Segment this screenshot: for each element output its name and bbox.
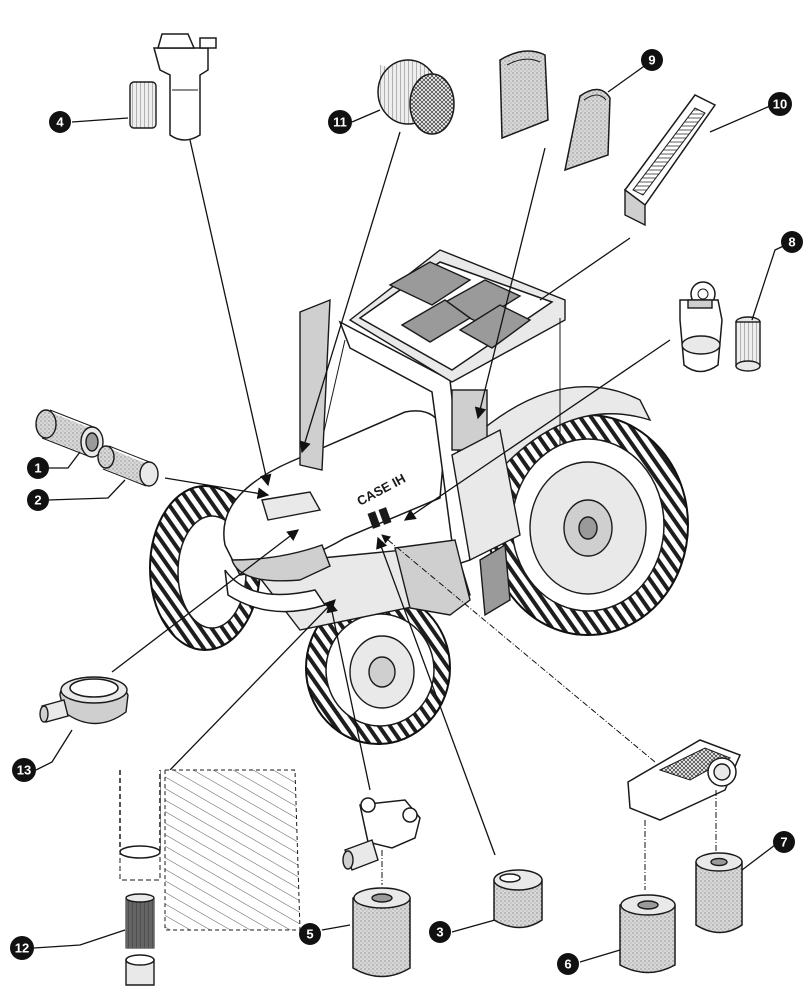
callout-badge-13: 13 xyxy=(12,758,36,782)
part-fuel-filter xyxy=(342,797,421,978)
part-radiator-screen xyxy=(119,769,301,986)
rear-right-wheel xyxy=(487,414,689,636)
callout-badge-5: 5 xyxy=(299,923,321,945)
callout-badge-9: 9 xyxy=(641,49,663,71)
callout-badge-10: 10 xyxy=(768,92,792,116)
callout-badge-6: 6 xyxy=(557,953,579,975)
part-pre-cleaner xyxy=(39,676,129,725)
arrows xyxy=(111,131,671,856)
part-cab-air-filter xyxy=(377,59,455,135)
callout-number: 5 xyxy=(306,927,313,942)
callout-number: 9 xyxy=(648,53,655,68)
callout-number: 6 xyxy=(564,957,571,972)
callout-number: 11 xyxy=(333,115,347,130)
callout-badge-12: 12 xyxy=(10,936,34,960)
callout-badge-7: 7 xyxy=(773,831,795,853)
part-hydraulic-filter xyxy=(129,33,217,141)
callout-number: 13 xyxy=(17,763,31,778)
part-cab-filter-panels xyxy=(499,50,611,172)
callout-number: 12 xyxy=(15,941,29,956)
part-long-panel-filter xyxy=(623,94,717,227)
callout-number: 1 xyxy=(34,461,41,476)
front-right-wheel xyxy=(305,591,451,745)
callout-badge-3: 3 xyxy=(429,921,451,943)
callout-number: 2 xyxy=(34,493,41,508)
part-air-filter-elements xyxy=(35,409,159,487)
callout-number: 7 xyxy=(780,835,787,850)
callout-number: 4 xyxy=(56,115,64,130)
tractor: CASE IH xyxy=(149,249,689,745)
callout-number: 8 xyxy=(788,235,795,250)
cab xyxy=(299,249,566,617)
callout-badge-2: 2 xyxy=(27,489,49,511)
callout-badge-1: 1 xyxy=(27,457,49,479)
callout-number: 3 xyxy=(436,925,443,940)
callout-number: 10 xyxy=(773,97,787,112)
callout-badge-11: 11 xyxy=(328,110,352,134)
callout-badge-8: 8 xyxy=(781,231,803,253)
part-transmission-filters xyxy=(619,739,743,974)
part-oil-filter xyxy=(493,869,543,929)
part-fuel-prefilter xyxy=(679,281,761,373)
callout-badge-4: 4 xyxy=(49,111,71,133)
